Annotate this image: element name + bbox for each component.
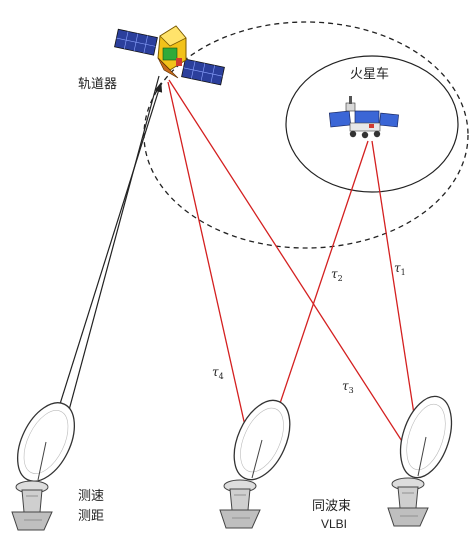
rover-label: 火星车: [350, 66, 389, 82]
range-downlink-line: [56, 75, 160, 452]
tau2-label: τ2: [331, 267, 343, 283]
rover-region-circle: [285, 55, 459, 193]
signal-path-tau3: [168, 79, 419, 467]
tau4-label: τ4: [212, 365, 224, 381]
orbiter-satellite-icon: [114, 25, 225, 86]
station-left-label-line2: 测距: [78, 509, 104, 524]
tau1-label: τ1: [394, 261, 406, 277]
orbiter-label: 轨道器: [78, 77, 117, 92]
range-uplink-line: [42, 82, 163, 459]
mars-rover-icon: [328, 96, 399, 139]
signal-path-tau4: [167, 81, 256, 467]
orbit-ellipse: [143, 21, 469, 249]
ground-antenna-right-icon: [387, 395, 453, 527]
station-right-label-line2: VLBI: [321, 517, 347, 531]
station-right-label-line1: 同波束: [312, 499, 351, 514]
ground-antenna-left-icon: [11, 402, 76, 531]
tau3-label: τ3: [342, 379, 354, 395]
ground-antenna-middle-icon: [219, 399, 291, 529]
station-left-label-line1: 测速: [78, 489, 104, 504]
